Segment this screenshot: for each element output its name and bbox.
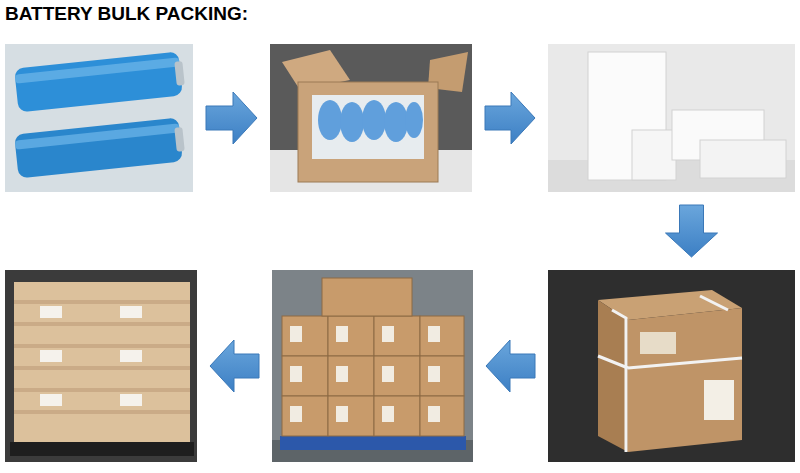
photo-panel [5, 270, 197, 462]
photo-panel [270, 44, 472, 192]
flow-arrow [485, 92, 535, 144]
photo-panel [5, 44, 193, 192]
white-box-photo [548, 44, 795, 192]
flow-arrow [486, 340, 535, 392]
photo-panel [548, 44, 795, 192]
flow-arrow [210, 340, 259, 392]
photo-panel [272, 270, 473, 462]
strapped-carton-photo [548, 270, 795, 462]
flow-arrow [666, 205, 718, 257]
flow-arrow [206, 92, 257, 144]
carton-photo [270, 44, 472, 192]
battery-photo [5, 44, 193, 192]
pallet-photo [272, 270, 473, 462]
diagram-title: BATTERY BULK PACKING: [5, 3, 248, 25]
photo-panel [548, 270, 795, 462]
wrapped-pallet-photo [5, 270, 197, 462]
